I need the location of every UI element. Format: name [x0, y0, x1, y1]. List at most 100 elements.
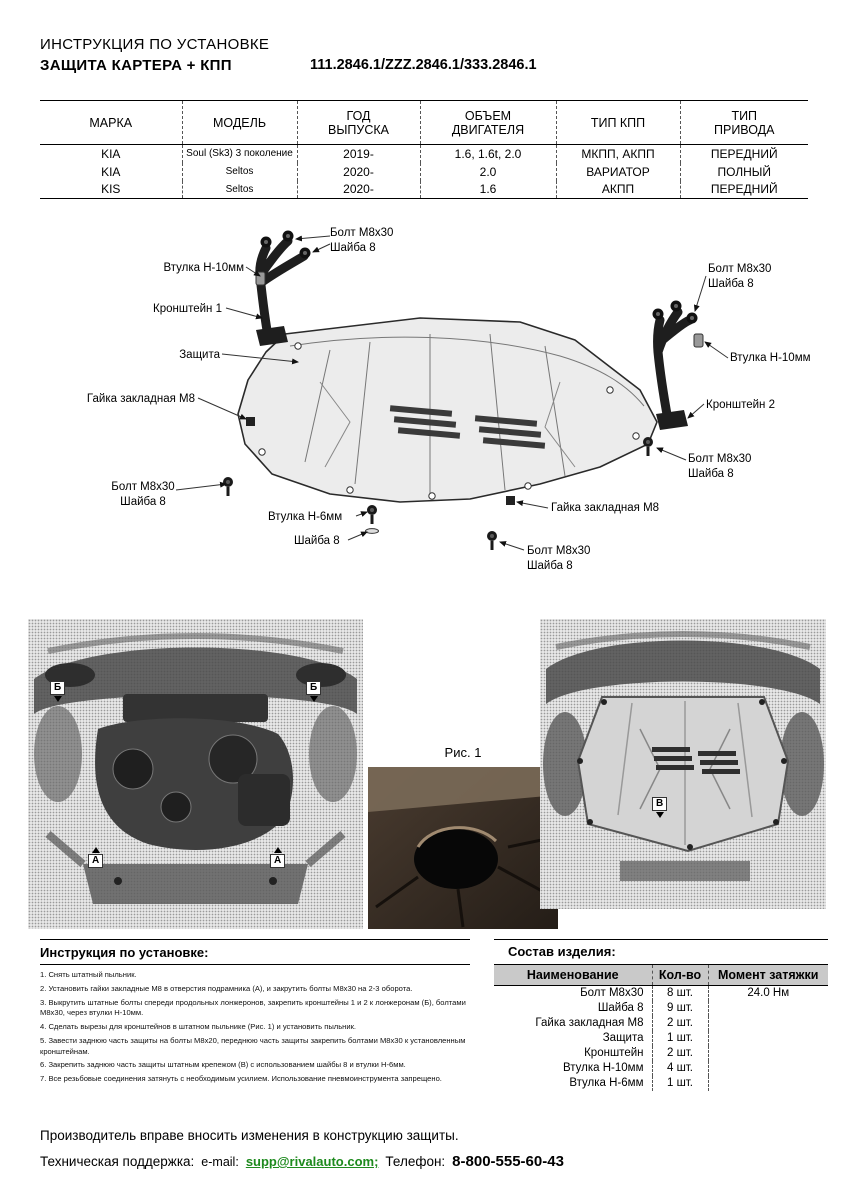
diagram-label: Болт М8х30 Шайба 8	[527, 545, 591, 572]
support-line: Техническая поддержка: e-mail: supp@riva…	[40, 1153, 818, 1170]
footer: Производитель вправе вносить изменения в…	[40, 1128, 818, 1170]
diagram-label: Шайба 8	[294, 535, 340, 547]
parts-row: Кронштейн 2 шт.	[494, 1045, 828, 1061]
marker-arrow-icon	[655, 812, 664, 818]
parts-cell: 2 шт.	[651, 1045, 708, 1061]
parts-cell: 1 шт.	[651, 1030, 708, 1046]
parts-cell: 9 шт.	[651, 1000, 708, 1016]
instruction-steps: 1. Снять штатный пыльник. 2. Установить …	[40, 965, 470, 1085]
spec-cell: АКПП	[555, 180, 680, 199]
figure-photo-art	[368, 767, 558, 929]
spec-cell: 2020-	[296, 162, 420, 181]
parts-row: Болт М8х30 8 шт. 24.0 Нм	[494, 985, 828, 1001]
underbody-photo-left: Б Б А А	[28, 619, 363, 929]
spec-header-gearbox: ТИП КПП	[555, 100, 680, 145]
underbody-right-art	[543, 631, 824, 881]
parts-cell: Защита	[602, 1032, 644, 1044]
instruction-step: 5. Завести заднюю часть защиты на болты …	[40, 1035, 466, 1056]
instructions-section: Инструкция по установке: 1. Снять штатны…	[40, 939, 470, 1091]
parts-header-name: Наименование	[494, 964, 652, 986]
parts-cell: Втулка Н-6мм	[569, 1077, 644, 1089]
diagram-label: Защита	[179, 349, 220, 361]
diagram-label: Гайка закладная М8	[86, 393, 195, 405]
parts-title: Состав изделия:	[508, 944, 616, 959]
install-diagram: Болт М8х30 Шайба 8 Втулка Н-10мм Кронште…	[0, 222, 848, 597]
marker-letter: В	[652, 797, 668, 811]
skid-plate-drawing	[237, 317, 658, 503]
photo-marker: Б	[50, 681, 66, 702]
marker-letter: Б	[50, 681, 66, 695]
parts-cell	[707, 1015, 828, 1031]
spec-cell: Seltos	[181, 180, 297, 199]
underbody-photo-right: В	[540, 619, 826, 909]
parts-header-row: Наименование Кол-во Момент затяжки	[494, 964, 828, 986]
spec-cell: ПОЛНЫЙ	[679, 162, 808, 181]
parts-cell	[707, 1075, 828, 1091]
spec-cell: KIA	[101, 164, 121, 179]
figure-photo	[368, 767, 558, 929]
figure-caption: Рис. 1	[444, 745, 482, 760]
bracket-1-drawing	[255, 230, 311, 346]
spec-row: KIA Soul (Sk3) 3 поколение 2019- 1.6, 1.…	[40, 144, 808, 163]
spec-header-brand: МАРКА	[89, 115, 133, 130]
spec-cell: Seltos	[181, 162, 297, 181]
diagram-svg	[175, 230, 729, 551]
parts-cell: 4 шт.	[651, 1060, 708, 1076]
doc-title-line1: ИНСТРУКЦИЯ ПО УСТАНОВКЕ	[40, 36, 270, 53]
doc-title-line2: ЗАЩИТА КАРТЕРА + КПП	[40, 57, 232, 74]
parts-cell: Болт М8х30	[580, 987, 644, 1000]
leader-lines	[175, 235, 729, 551]
instructions-title: Инструкция по установке:	[40, 940, 470, 965]
marker-arrow-icon	[91, 847, 100, 853]
diagram-label: Болт М8х30 Шайба 8	[111, 481, 175, 508]
spec-cell: 2019-	[296, 144, 420, 163]
spec-cell: ПЕРЕДНИЙ	[679, 144, 808, 163]
marker-arrow-icon	[53, 696, 62, 702]
parts-cell: 24.0 Нм	[707, 985, 828, 1001]
part-numbers: 111.2846.1/ZZZ.2846.1/333.2846.1	[310, 57, 537, 73]
instruction-step: 2. Установить гайки закладные М8 в отвер…	[40, 983, 413, 993]
parts-row: Защита 1 шт.	[494, 1030, 828, 1046]
parts-row: Втулка Н-6мм 1 шт.	[494, 1075, 828, 1091]
parts-header-qty: Кол-во	[651, 964, 708, 986]
parts-cell: Кронштейн	[584, 1047, 644, 1059]
parts-cell: Гайка закладная М8	[535, 1017, 644, 1029]
photo-marker: А	[270, 847, 286, 868]
spec-cell: KIS	[101, 182, 121, 197]
underbody-left-art	[34, 633, 357, 904]
diagram-label: Болт М8х30 Шайба 8	[330, 227, 394, 254]
diagram-label: Втулка Н-10мм	[730, 352, 811, 364]
parts-table: Наименование Кол-во Момент затяжки Болт …	[494, 964, 828, 1091]
parts-cell	[707, 1060, 828, 1076]
parts-row: Втулка Н-10мм 4 шт.	[494, 1060, 828, 1076]
diagram-label: Втулка Н-10мм	[163, 262, 244, 274]
email-label: e-mail:	[201, 1155, 239, 1169]
spec-cell: ПЕРЕДНИЙ	[679, 180, 808, 199]
spec-table: МАРКА МОДЕЛЬ ГОД ВЫПУСКА ОБЪЕМ ДВИГАТЕЛЯ…	[40, 100, 808, 199]
spec-cell: KIA	[101, 146, 121, 161]
spec-header-engine: ОБЪЕМ ДВИГАТЕЛЯ	[419, 100, 556, 145]
spec-table-wrap: МАРКА МОДЕЛЬ ГОД ВЫПУСКА ОБЪЕМ ДВИГАТЕЛЯ…	[40, 100, 808, 199]
spec-cell: 1.6, 1.6t, 2.0	[419, 144, 556, 163]
diagram-label: Кронштейн 2	[706, 399, 775, 411]
diagram-label: Втулка Н-6мм	[268, 511, 343, 523]
phone-number: 8-800-555-60-43	[452, 1153, 564, 1170]
spec-header-drive: ТИП ПРИВОДА	[679, 100, 808, 145]
instruction-step: 1. Снять штатный пыльник.	[40, 970, 137, 979]
marker-letter: Б	[306, 681, 322, 695]
diagram-label: Болт М8х30 Шайба 8	[688, 453, 752, 480]
photos-row: Б Б А А Рис. 1	[0, 617, 848, 939]
spec-cell: МКПП, АКПП	[555, 144, 680, 163]
parts-cell: Втулка Н-10мм	[562, 1062, 644, 1074]
marker-letter: А	[270, 854, 286, 868]
bracket-2-drawing	[652, 300, 704, 430]
parts-row: Шайба 8 9 шт.	[494, 1000, 828, 1016]
parts-header-torque: Момент затяжки	[707, 964, 828, 986]
photo-marker: А	[88, 847, 104, 868]
photo-marker: В	[652, 797, 668, 818]
spec-header-model: МОДЕЛЬ	[181, 100, 297, 145]
email-link[interactable]: supp@rivalauto.com;	[245, 1154, 379, 1169]
diagram-label: Гайка закладная М8	[551, 502, 660, 514]
spec-cell: 2020-	[296, 180, 420, 199]
